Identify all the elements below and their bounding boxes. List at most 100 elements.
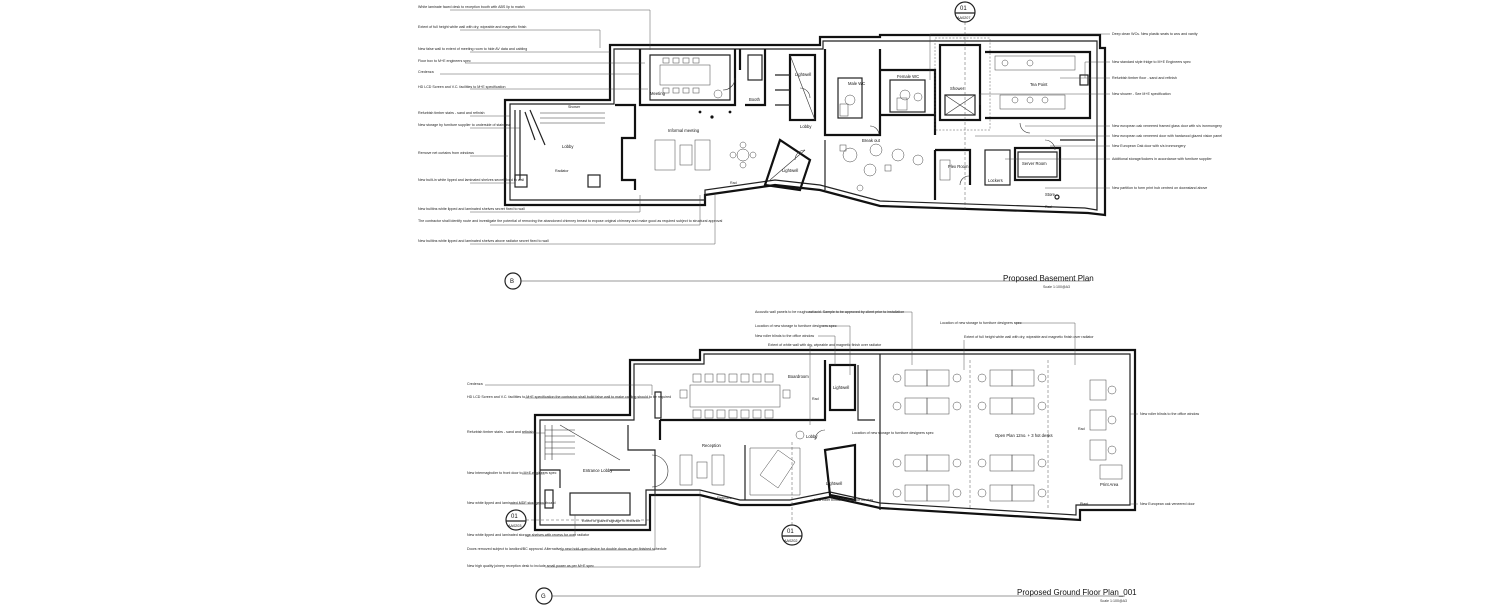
lightwell-lower bbox=[763, 138, 812, 192]
svg-text:Plant: Plant bbox=[1080, 502, 1088, 506]
svg-text:Lightwell: Lightwell bbox=[826, 481, 842, 486]
svg-text:Shower: Shower bbox=[950, 86, 965, 91]
svg-text:Remove net curtains from windo: Remove net curtains from windows bbox=[418, 151, 474, 155]
svg-text:B: B bbox=[510, 279, 514, 285]
svg-text:New high quality joinery recep: New high quality joinery reception desk … bbox=[467, 564, 594, 568]
svg-text:Credenza: Credenza bbox=[418, 70, 434, 74]
svg-text:Tea Point: Tea Point bbox=[1030, 82, 1048, 87]
svg-text:Doors removed subject to landl: Doors removed subject to landlord/BC app… bbox=[467, 547, 667, 551]
meeting-chairs bbox=[662, 57, 723, 99]
svg-text:HD LCD Screen and V.C. facilit: HD LCD Screen and V.C. facilities to M+E… bbox=[418, 85, 505, 89]
svg-text:New built-in white lipped and: New built-in white lipped and laminated … bbox=[418, 178, 524, 182]
svg-text:Fireplace: Fireplace bbox=[717, 496, 732, 500]
basement-stairs bbox=[540, 112, 605, 124]
ground-top-leaders bbox=[808, 311, 1076, 425]
basement-left-notes: White laminate faced desk to reception b… bbox=[418, 5, 722, 243]
svg-text:Lobby: Lobby bbox=[800, 124, 812, 129]
ground-inner-wall bbox=[539, 353, 1131, 526]
tea-point-wall bbox=[985, 50, 1092, 120]
svg-text:Plex Room: Plex Room bbox=[948, 164, 969, 169]
ground-floor-plan: Entrance Lobby Reception Boardroom Light… bbox=[467, 310, 1199, 605]
ground-section-bubble-left: 01 AA0203 bbox=[505, 509, 650, 531]
svg-text:Shower: Shower bbox=[568, 105, 581, 109]
svg-text:HD LCD Screen and V.C. facilit: HD LCD Screen and V.C. facilities to M+E… bbox=[467, 395, 671, 399]
ground-left-leaders bbox=[485, 384, 701, 568]
meeting-room-wall bbox=[638, 49, 737, 107]
shower-tray bbox=[944, 94, 976, 116]
basement-right-leaders bbox=[929, 33, 1110, 189]
tea-point-units bbox=[994, 55, 1076, 110]
booth-desk bbox=[747, 54, 763, 81]
svg-text:New standard style fridge to M: New standard style fridge to M+E Enginee… bbox=[1112, 60, 1191, 64]
plex-room-wall bbox=[933, 148, 972, 200]
svg-text:White laminate faced desk to r: White laminate faced desk to reception b… bbox=[418, 5, 525, 9]
svg-text:Rad: Rad bbox=[812, 397, 819, 401]
ground-stairs bbox=[544, 424, 621, 461]
wc-core-walls bbox=[823, 49, 937, 137]
fridge bbox=[1079, 74, 1089, 86]
desk-cluster-upper-right bbox=[977, 369, 1047, 415]
svg-text:Female WC: Female WC bbox=[897, 74, 919, 79]
hot-desks bbox=[1089, 379, 1123, 480]
ground-lightwell-lower bbox=[823, 443, 857, 502]
svg-text:Male WC: Male WC bbox=[848, 81, 865, 86]
credenza bbox=[654, 391, 662, 419]
svg-text:New partition to form print hu: New partition to form print hub centred … bbox=[1112, 186, 1207, 190]
svg-text:Open Plan 12no. + 3 hot desks: Open Plan 12no. + 3 hot desks bbox=[995, 433, 1053, 438]
svg-text:New european oak veneered door: New european oak veneered door with hard… bbox=[1112, 134, 1222, 138]
ground-outer-wall bbox=[533, 348, 1137, 532]
svg-text:Boardroom: Boardroom bbox=[788, 374, 809, 379]
svg-text:Break out: Break out bbox=[862, 138, 881, 143]
female-wc bbox=[889, 79, 926, 113]
basement-stair-lines bbox=[775, 74, 790, 106]
svg-text:Refurbish timber floor - sand: Refurbish timber floor - sand and refini… bbox=[1112, 76, 1177, 80]
svg-text:New roller blinds to the offic: New roller blinds to the office window bbox=[814, 498, 873, 502]
svg-text:Floor box to M+E engineers spe: Floor box to M+E engineers spec bbox=[418, 59, 471, 63]
svg-text:AA0207: AA0207 bbox=[957, 16, 971, 20]
shower-hatch-dashed bbox=[934, 37, 991, 131]
svg-text:New white lipped and laminated: New white lipped and laminated storage s… bbox=[467, 533, 590, 537]
svg-text:New storage by furniture suppl: New storage by furniture supplier to und… bbox=[418, 123, 511, 127]
basement-partition bbox=[615, 103, 637, 190]
svg-text:New European Oak door with s/s: New European Oak door with s/s ironmonge… bbox=[1112, 144, 1186, 148]
ground-room-labels: Entrance Lobby Reception Boardroom Light… bbox=[583, 374, 1119, 506]
svg-text:Lightwell: Lightwell bbox=[782, 168, 798, 173]
boardroom-table bbox=[689, 384, 781, 408]
svg-text:Booth: Booth bbox=[749, 97, 761, 102]
breakout-furniture bbox=[839, 143, 924, 192]
svg-text:New shower - See M+E specifica: New shower - See M+E specification bbox=[1112, 92, 1171, 96]
svg-text:Extent of white wall with dry,: Extent of white wall with dry, wipeable … bbox=[768, 343, 882, 347]
svg-text:Rad: Rad bbox=[730, 181, 737, 185]
lightwell-top bbox=[788, 53, 817, 122]
svg-text:Lockers: Lockers bbox=[988, 178, 1003, 183]
entrance-lobby-walls bbox=[540, 425, 656, 516]
column-dot bbox=[710, 115, 714, 119]
basement-right-notes: Deep clean WCs. New plastic seats to wcs… bbox=[1112, 32, 1222, 190]
svg-text:Proposed Ground Floor Plan_001: Proposed Ground Floor Plan_001 bbox=[1017, 588, 1137, 597]
ground-section-bubble-mid: 01 AA0202 bbox=[781, 440, 803, 546]
basement-column bbox=[514, 174, 528, 188]
svg-text:Informal meeting: Informal meeting bbox=[668, 128, 700, 133]
boardroom-wall bbox=[658, 360, 827, 440]
svg-text:Scale 1:100@A3: Scale 1:100@A3 bbox=[1100, 599, 1127, 603]
meeting-room-inner bbox=[649, 54, 731, 101]
svg-text:01: 01 bbox=[511, 514, 518, 520]
svg-text:New roller blinds to the offic: New roller blinds to the office window bbox=[1140, 412, 1199, 416]
meeting-table bbox=[659, 64, 711, 86]
svg-text:Radiator: Radiator bbox=[555, 169, 569, 173]
svg-text:01: 01 bbox=[787, 529, 794, 535]
open-plan-dashed bbox=[969, 360, 1049, 510]
svg-text:Entrance Lobby: Entrance Lobby bbox=[583, 468, 613, 473]
svg-text:New European oak veneered door: New European oak veneered door bbox=[1140, 502, 1196, 506]
svg-text:Location of new storage to fur: Location of new storage to furniture des… bbox=[755, 324, 837, 328]
svg-text:The contractor shall identify: The contractor shall identify route and … bbox=[418, 219, 722, 223]
lockers bbox=[984, 149, 1011, 186]
svg-text:AA0203: AA0203 bbox=[508, 524, 522, 528]
svg-text:Refurbish timber stairs - sand: Refurbish timber stairs - sand and refin… bbox=[418, 111, 485, 115]
entrance-door-arc bbox=[651, 454, 669, 472]
svg-text:New white lipped and laminated: New white lipped and laminated MDF stora… bbox=[467, 501, 556, 505]
ground-top-notes: Acoustic wall panels to be roughcast/aci… bbox=[755, 310, 1094, 347]
svg-text:Location of new storage to fur: Location of new storage to furniture des… bbox=[852, 431, 934, 435]
svg-text:Additional storage/lockers in: Additional storage/lockers in accordance… bbox=[1112, 157, 1212, 161]
